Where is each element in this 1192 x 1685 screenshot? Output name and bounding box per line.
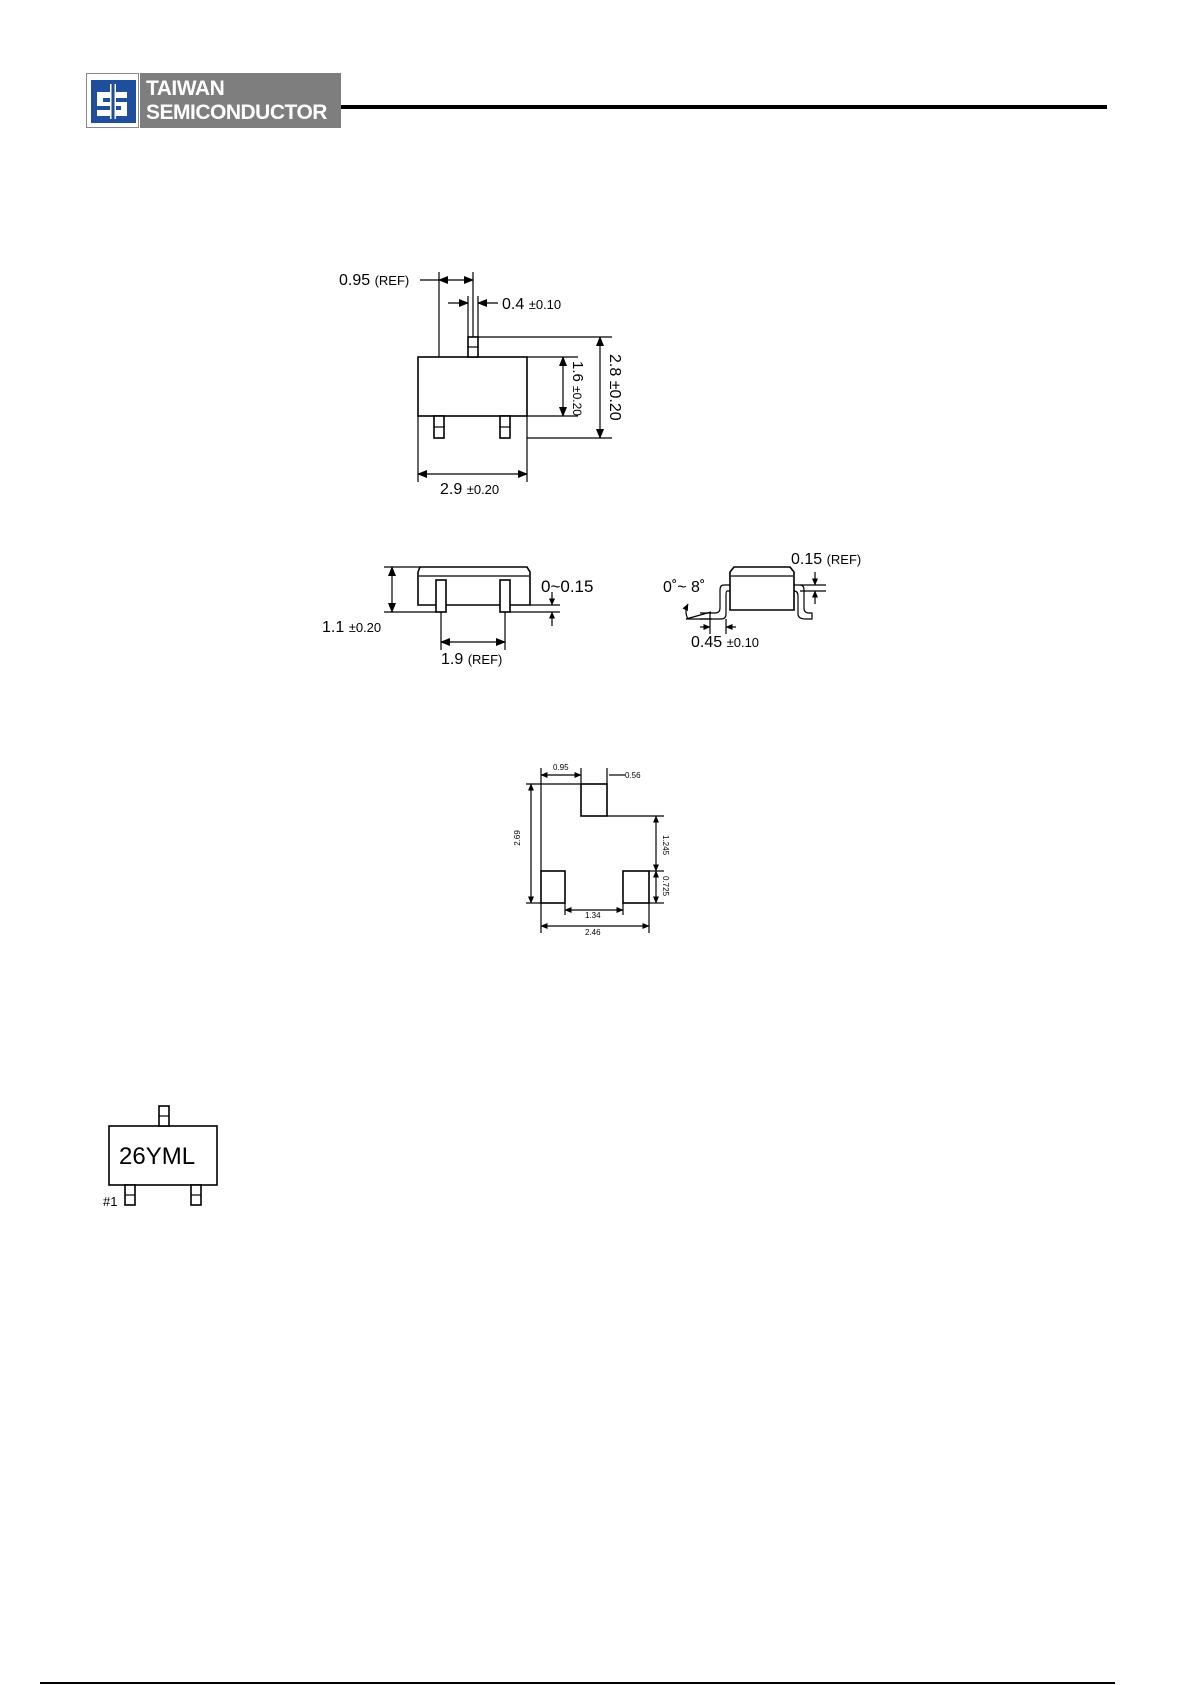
end-lead-right <box>794 585 812 619</box>
pad-total-height-label: 2.69 <box>513 830 522 846</box>
side-view: 1.1 ±0.20 0~0.15 1.9 (REF) <box>322 567 593 668</box>
dim-lead-width-label: 0.4 ±0.10 <box>502 296 561 313</box>
pad-left <box>541 871 565 903</box>
dim-lead-span-label: 1.9 (REF) <box>441 651 502 668</box>
side-lead-left <box>436 580 446 612</box>
dim-pitch-label: 0.95 (REF) <box>339 272 409 289</box>
pad-right <box>623 871 649 903</box>
pin1-label: #1 <box>103 1194 117 1209</box>
end-body <box>730 567 794 610</box>
dim-body-height-label: 1.6 ±0.20 <box>569 361 586 416</box>
side-body <box>418 567 530 605</box>
dim-thickness-label: 1.1 ±0.20 <box>322 619 381 636</box>
dim-overall-height-label: 2.8 ±0.20 <box>606 354 623 421</box>
pad-inner-gap-label: 1.34 <box>585 911 601 920</box>
pad-top <box>581 784 607 816</box>
pad-outer-span-label: 2.46 <box>585 928 601 937</box>
pad-gap-v-label: 1.245 <box>661 835 670 856</box>
marking-diagram: 26YML #1 <box>103 1106 217 1209</box>
dim-body-width-label: 2.9 ±0.20 <box>440 481 499 498</box>
dim-standoff-label: 0~0.15 <box>541 577 593 596</box>
dim-angle-label: 0˚~ 8˚ <box>663 579 705 596</box>
pad-layout: 0.95 0.56 2.69 1.245 0.725 1.34 2.46 <box>513 763 670 937</box>
pad-height-label: 0.725 <box>661 876 670 897</box>
footer-rule <box>40 1682 1115 1684</box>
top-view: 0.95 (REF) 0.4 ±0.10 1.6 ±0.20 2.8 ±0.20… <box>339 272 623 498</box>
dim-lead-thickness-label: 0.15 (REF) <box>791 551 861 568</box>
dim-foot-length-label: 0.45 ±0.10 <box>691 634 759 651</box>
pad-width-label: 0.56 <box>625 771 641 780</box>
end-view: 0.15 (REF) 0˚~ 8˚ 0.45 ±0.10 <box>663 551 861 651</box>
package-body <box>418 357 527 416</box>
side-lead-right <box>500 580 510 612</box>
marking-code: 26YML <box>119 1143 195 1170</box>
pad-pitch-label: 0.95 <box>553 763 569 772</box>
